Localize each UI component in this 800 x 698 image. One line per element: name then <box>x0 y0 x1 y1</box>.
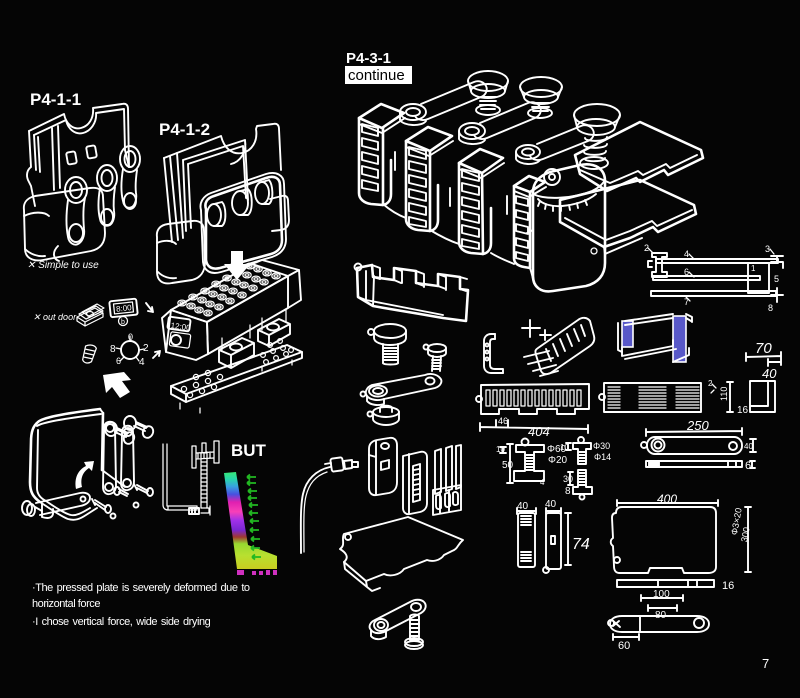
svg-text:16: 16 <box>722 580 734 592</box>
svg-text:Φ60: Φ60 <box>547 444 567 455</box>
svg-text:100: 100 <box>653 589 670 600</box>
svg-text:8: 8 <box>565 486 571 497</box>
svg-text:BUT: BUT <box>231 441 267 460</box>
svg-text:8: 8 <box>768 303 773 313</box>
svg-text:12:00: 12:00 <box>170 321 192 333</box>
svg-text:4: 4 <box>540 478 545 487</box>
svg-text:2: 2 <box>644 243 649 253</box>
svg-text:50: 50 <box>502 460 514 471</box>
svg-text:70: 70 <box>755 340 772 357</box>
svg-text:4: 4 <box>684 249 689 259</box>
svg-text:7: 7 <box>762 656 769 671</box>
svg-text:6: 6 <box>116 356 121 366</box>
svg-text:74: 74 <box>572 536 590 553</box>
svg-text:10: 10 <box>560 443 569 452</box>
svg-text:0: 0 <box>128 332 133 342</box>
svg-text:404: 404 <box>528 424 550 439</box>
svg-text:2: 2 <box>143 343 149 354</box>
svg-text:16: 16 <box>737 405 749 416</box>
svg-text:2: 2 <box>708 379 713 388</box>
svg-text:P4-3-1: P4-3-1 <box>346 50 391 67</box>
svg-text:10: 10 <box>496 445 505 454</box>
svg-text:✕ Simple to use: ✕ Simple to use <box>27 260 99 271</box>
svg-text:Φ30: Φ30 <box>593 441 610 451</box>
svg-text:8: 8 <box>110 344 116 355</box>
svg-text:46: 46 <box>498 416 508 426</box>
svg-text:5: 5 <box>774 274 779 284</box>
svg-text:continue: continue <box>348 67 405 84</box>
svg-text:P4-1-1: P4-1-1 <box>30 90 81 109</box>
svg-text:40: 40 <box>545 499 557 510</box>
svg-text:Φ3×20: Φ3×20 <box>729 507 744 536</box>
svg-text:·I chose vertical force, wide: ·I chose vertical force, wide side dryin… <box>32 616 211 628</box>
svg-text:6: 6 <box>684 267 689 277</box>
svg-text:·The pressed plate is severely: ·The pressed plate is severely deformed … <box>32 582 250 594</box>
svg-text:4: 4 <box>139 357 145 368</box>
svg-text:40: 40 <box>744 442 753 451</box>
svg-text:40: 40 <box>517 501 529 512</box>
svg-text:8:00: 8:00 <box>116 303 133 314</box>
svg-text:400: 400 <box>657 492 677 506</box>
svg-text:300: 300 <box>739 526 751 543</box>
svg-text:P4-1-2: P4-1-2 <box>159 120 210 139</box>
svg-text:110: 110 <box>719 387 729 401</box>
svg-text:6: 6 <box>745 460 751 472</box>
svg-text:horizontal force: horizontal force <box>32 598 100 610</box>
svg-text:1: 1 <box>751 264 756 273</box>
svg-text:Φ14: Φ14 <box>594 452 611 462</box>
svg-text:40: 40 <box>762 366 777 381</box>
svg-text:7: 7 <box>684 297 689 307</box>
svg-text:b: b <box>121 319 125 326</box>
svg-text:250: 250 <box>686 418 709 433</box>
svg-text:60: 60 <box>618 640 630 652</box>
svg-text:3: 3 <box>765 244 770 254</box>
svg-text:Φ20: Φ20 <box>548 455 568 466</box>
svg-text:✕ out door: ✕ out door <box>33 312 77 322</box>
svg-text:30: 30 <box>563 474 573 484</box>
